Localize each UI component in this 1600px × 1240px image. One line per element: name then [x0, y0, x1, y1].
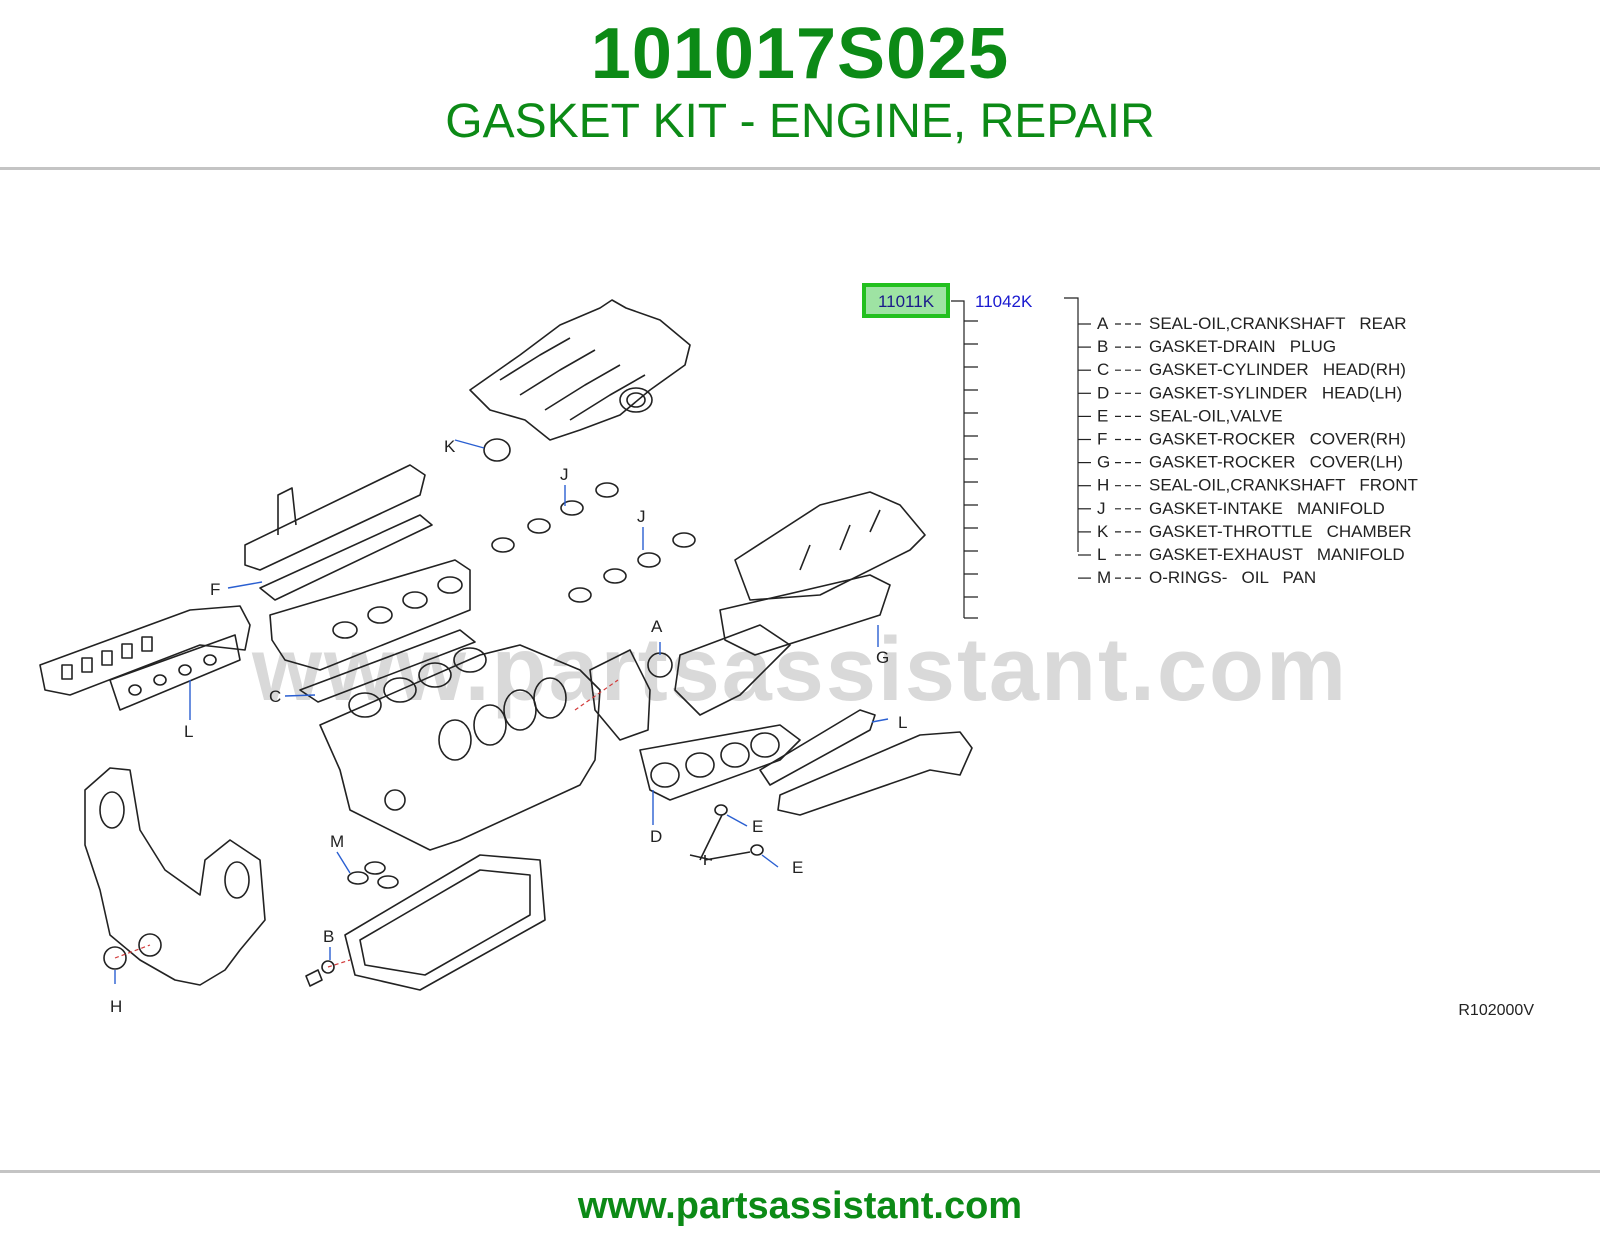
legend-letter: B	[1097, 337, 1108, 356]
timing-cover-drawing	[84, 767, 266, 986]
legend-item: B GASKET-DRAIN PLUG	[1078, 337, 1336, 356]
legend-description: SEAL-OIL,VALVE	[1149, 406, 1283, 425]
rocker-cover-rh-drawing	[244, 464, 471, 671]
legend-description: SEAL-OIL,CRANKSHAFT REAR	[1149, 314, 1407, 333]
watermark-text: www.partsassistant.com	[251, 620, 1348, 720]
legend-item: F GASKET-ROCKER COVER(RH)	[1078, 430, 1406, 449]
callout-a: A	[651, 617, 663, 636]
callout-h: H	[110, 997, 122, 1016]
legend-description: GASKET-EXHAUST MANIFOLD	[1149, 545, 1405, 564]
legend-letter: F	[1097, 430, 1107, 449]
legend-letter: L	[1097, 545, 1106, 564]
legend-description: GASKET-CYLINDER HEAD(RH)	[1149, 360, 1406, 379]
oil-pan-drawing	[344, 854, 546, 991]
legend-letter: H	[1097, 476, 1109, 495]
head-gasket-rh-drawing	[299, 629, 476, 703]
intake-gaskets-drawing	[491, 482, 696, 603]
legend-letter: C	[1097, 360, 1109, 379]
legend-description: O-RINGS- OIL PAN	[1149, 568, 1316, 587]
legend-description: GASKET-DRAIN PLUG	[1149, 337, 1336, 356]
legend-item: D GASKET-SYLINDER HEAD(LH)	[1078, 383, 1402, 402]
legend-item: A SEAL-OIL,CRANKSHAFT REAR	[1078, 314, 1407, 333]
throttle-gasket-drawing	[483, 438, 511, 462]
legend-item: M O-RINGS- OIL PAN	[1078, 568, 1316, 587]
legend-description: SEAL-OIL,CRANKSHAFT FRONT	[1149, 476, 1418, 495]
rear-plate-drawing	[589, 649, 651, 741]
callout-m: M	[330, 832, 344, 851]
exhaust-manifold-left-drawing	[39, 605, 251, 711]
legend-description: GASKET-SYLINDER HEAD(LH)	[1149, 383, 1402, 402]
front-seal-drawing	[103, 946, 127, 970]
drain-plug-drawing	[305, 960, 335, 987]
parts-diagram: www.partsassistant.com	[39, 283, 1534, 1019]
callout-l1: L	[184, 722, 193, 741]
page-header: 101017S025 GASKET KIT - ENGINE, REPAIR	[0, 0, 1600, 170]
code-tree-lines	[951, 297, 1079, 619]
footer-website-link[interactable]: www.partsassistant.com	[577, 1185, 1023, 1227]
legend-description: GASKET-ROCKER COVER(RH)	[1149, 430, 1406, 449]
callout-g: G	[876, 648, 889, 667]
rocker-cover-lh-drawing	[674, 491, 926, 716]
legend-item: J GASKET-INTAKE MANIFOLD	[1078, 499, 1385, 518]
part-number-title: 101017S025	[590, 14, 1010, 94]
legend-letter: E	[1097, 406, 1108, 425]
callout-c: C	[269, 687, 281, 706]
highlighted-code[interactable]: 11011K	[878, 292, 935, 311]
header-divider	[0, 167, 1600, 170]
legend-letter: J	[1097, 499, 1106, 518]
legend-letter: K	[1097, 522, 1109, 541]
legend-letter: G	[1097, 453, 1110, 472]
parts-legend: A SEAL-OIL,CRANKSHAFT REAR B GASKET-DRAIN P…	[1078, 314, 1418, 587]
legend-item: C GASKET-CYLINDER HEAD(RH)	[1078, 360, 1406, 379]
legend-description: GASKET-INTAKE MANIFOLD	[1149, 499, 1385, 518]
legend-letter: D	[1097, 383, 1109, 402]
callout-e2: E	[792, 858, 803, 877]
alt-code[interactable]: 11042K	[975, 292, 1033, 311]
legend-item: E SEAL-OIL,VALVE	[1078, 406, 1283, 425]
callout-b: B	[323, 927, 334, 946]
callout-j2: J	[637, 507, 646, 526]
oil-pan-orings-drawing	[347, 861, 399, 889]
engine-block-drawing	[319, 644, 601, 851]
callout-k: K	[444, 437, 456, 456]
intake-manifold-drawing	[469, 299, 691, 441]
highlighted-code-box[interactable]	[862, 283, 950, 318]
legend-description: GASKET-ROCKER COVER(LH)	[1149, 453, 1403, 472]
legend-description: GASKET-THROTTLE CHAMBER	[1149, 522, 1412, 541]
part-name-subtitle: GASKET KIT - ENGINE, REPAIR	[445, 95, 1155, 148]
valves-drawing	[689, 804, 764, 865]
callout-j1: J	[560, 465, 569, 484]
reference-code: R102000V	[1458, 1002, 1534, 1019]
exhaust-manifold-right-drawing	[759, 709, 973, 816]
callout-e1: E	[752, 817, 763, 836]
legend-item: G GASKET-ROCKER COVER(LH)	[1078, 453, 1403, 472]
callout-d: D	[650, 827, 662, 846]
legend-item: H SEAL-OIL,CRANKSHAFT FRONT	[1078, 476, 1418, 495]
legend-letter: A	[1097, 314, 1109, 333]
legend-item: L GASKET-EXHAUST MANIFOLD	[1078, 545, 1405, 564]
legend-letter: M	[1097, 568, 1111, 587]
callout-f: F	[210, 580, 220, 599]
legend-item: K GASKET-THROTTLE CHAMBER	[1078, 522, 1412, 541]
head-gasket-lh-drawing	[639, 724, 801, 801]
callout-l2: L	[898, 713, 907, 732]
footer-divider	[0, 1170, 1600, 1173]
